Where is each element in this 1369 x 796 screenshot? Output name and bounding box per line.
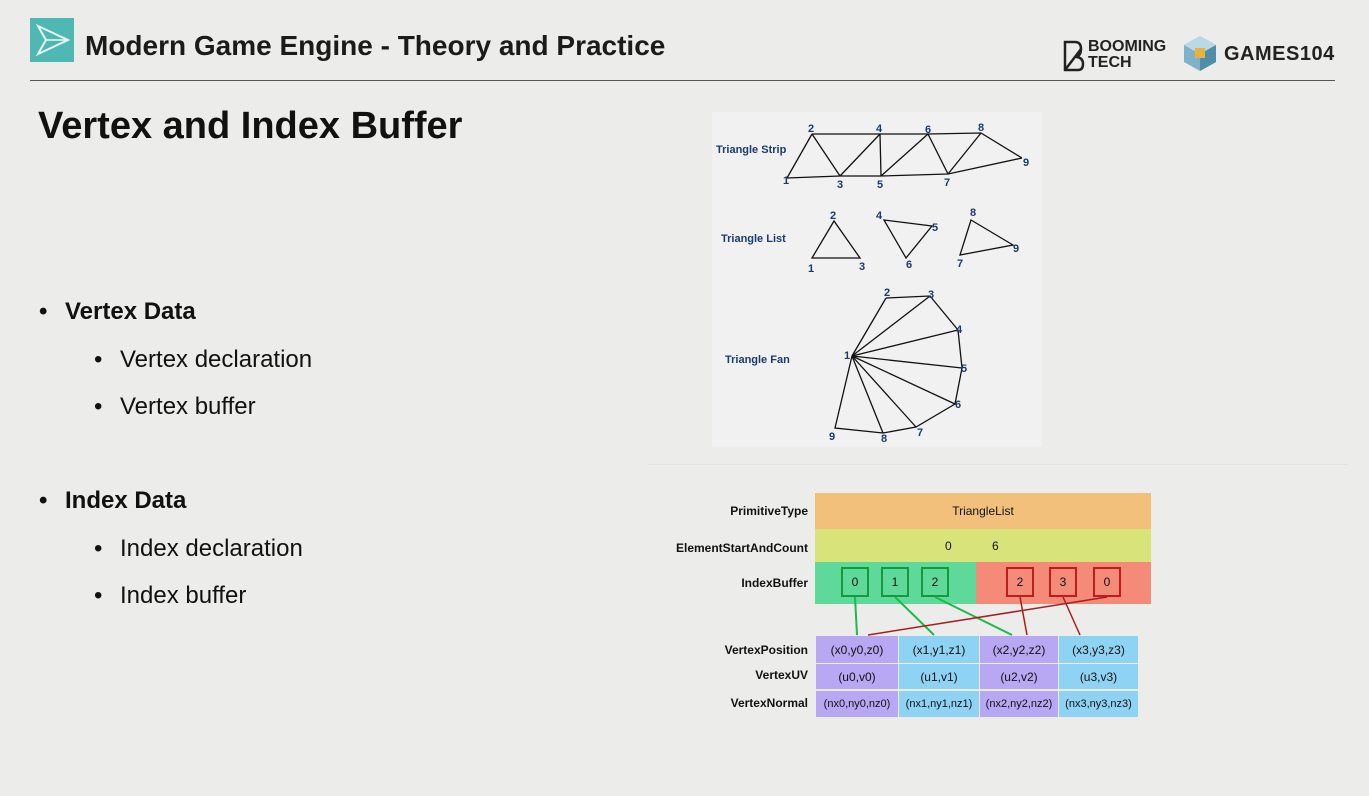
course-logo-icon xyxy=(30,18,74,62)
vertex-normal-cell: (nx3,ny3,nz3) xyxy=(1059,691,1138,717)
header-bar: Modern Game Engine - Theory and Practice… xyxy=(0,0,1369,82)
bullet-dot: • xyxy=(94,582,103,609)
bullet-dot: • xyxy=(39,298,48,325)
sub-bullet-label: Vertex declaration xyxy=(120,346,313,373)
bullet-label: Index Data xyxy=(65,487,187,514)
index-cell: 2 xyxy=(1006,567,1034,597)
vertex-normal-cell: (nx2,ny2,nz2) xyxy=(980,691,1058,717)
primitive-type-cell: TriangleList xyxy=(815,493,1151,529)
vertex-position-cell: (x3,y3,z3) xyxy=(1059,636,1138,663)
vertex-position-cell: (x2,y2,z2) xyxy=(980,636,1058,663)
bullet-index-data: • Index Data xyxy=(39,487,187,515)
index-cell: 1 xyxy=(881,567,909,597)
vertex-position-label: VertexPosition xyxy=(724,643,808,657)
vertex-position-cell: (x0,y0,z0) xyxy=(816,636,898,663)
vertex-uv-cell: (u3,v3) xyxy=(1059,664,1138,689)
vertex-normal-cell: (nx0,ny0,nz0) xyxy=(816,691,898,717)
bullet-dot: • xyxy=(94,346,103,373)
triangle-strip-label: Triangle Strip xyxy=(716,144,787,156)
bullet-dot: • xyxy=(94,535,103,562)
index-cell: 0 xyxy=(1093,567,1121,597)
vertex-uv-cell: (u0,v0) xyxy=(816,664,898,689)
vertex-position-cell: (x1,y1,z1) xyxy=(899,636,979,663)
element-count-value: 6 xyxy=(992,538,999,553)
header-divider xyxy=(30,80,1335,81)
sub-bullet-index-buffer: • Index buffer xyxy=(94,582,247,610)
bullet-vertex-data: • Vertex Data xyxy=(39,298,196,326)
booming-text: BOOMING xyxy=(1088,38,1167,55)
element-start-count-label: ElementStartAndCount xyxy=(676,541,808,555)
sub-bullet-vertex-buffer: • Vertex buffer xyxy=(94,393,256,421)
sub-bullet-label: Vertex buffer xyxy=(120,393,256,420)
sub-bullet-index-declaration: • Index declaration xyxy=(94,535,303,563)
triangle-fan-label: Triangle Fan xyxy=(725,354,790,366)
element-start-value: 0 xyxy=(945,538,952,553)
bullet-dot: • xyxy=(39,487,48,514)
vertex-normal-cell: (nx1,ny1,nz1) xyxy=(899,691,979,717)
slide-title: Vertex and Index Buffer xyxy=(38,105,463,147)
primitive-type-label: PrimitiveType xyxy=(730,504,808,518)
tech-text: TECH xyxy=(1088,54,1132,71)
booming-tech-logo: BOOMING TECH xyxy=(1062,38,1174,72)
games104-cube-icon xyxy=(1184,36,1216,71)
triangle-list-label: Triangle List xyxy=(721,233,786,245)
games104-text: GAMES104 xyxy=(1224,43,1335,65)
index-cell: 0 xyxy=(841,567,869,597)
vertex-uv-cell: (u2,v2) xyxy=(980,664,1058,689)
topology-diagram-panel xyxy=(712,112,1042,447)
vertex-normal-label: VertexNormal xyxy=(730,696,808,710)
vertex-uv-label: VertexUV xyxy=(755,668,808,682)
sub-bullet-label: Index declaration xyxy=(120,535,303,562)
bullet-dot: • xyxy=(94,393,103,420)
sub-bullet-label: Index buffer xyxy=(120,582,247,609)
section-divider xyxy=(648,464,1348,465)
bullet-label: Vertex Data xyxy=(65,298,196,325)
index-cell: 2 xyxy=(921,567,949,597)
sub-bullet-vertex-declaration: • Vertex declaration xyxy=(94,346,313,374)
games104-logo: GAMES104 xyxy=(1182,34,1342,74)
header-title: Modern Game Engine - Theory and Practice xyxy=(85,30,666,61)
element-start-count-cell: 0 6 xyxy=(815,529,1151,562)
vertex-uv-cell: (u1,v1) xyxy=(899,664,979,689)
index-cell: 3 xyxy=(1049,567,1077,597)
booming-tech-icon xyxy=(1063,40,1085,72)
index-buffer-label: IndexBuffer xyxy=(741,576,808,590)
